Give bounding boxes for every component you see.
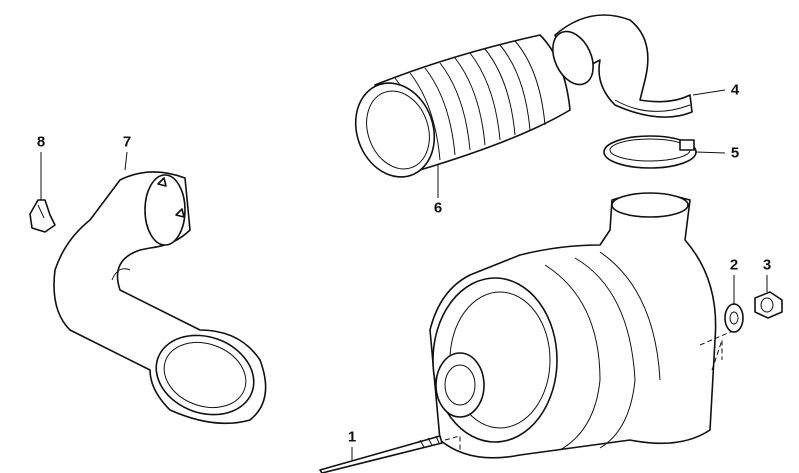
callout-3: 3 <box>762 256 772 274</box>
alternator <box>429 192 736 459</box>
elbow-hose-part-4 <box>552 14 693 118</box>
callout-4: 4 <box>730 81 740 99</box>
air-duct-part-7 <box>53 171 267 425</box>
washer-part-2 <box>724 303 744 333</box>
clip-part-8 <box>29 199 56 233</box>
callout-7: 7 <box>122 133 132 151</box>
callout-5: 5 <box>730 144 740 162</box>
callout-2: 2 <box>729 256 739 274</box>
hose-clamp-part-5 <box>603 135 697 169</box>
bolt-part-1 <box>319 435 461 473</box>
callout-6: 6 <box>433 199 443 217</box>
bellows-hose-part-6 <box>354 34 571 178</box>
leader-lines <box>40 89 768 460</box>
callout-8: 8 <box>36 133 46 151</box>
callout-1: 1 <box>347 428 357 446</box>
nut-part-3 <box>754 291 783 319</box>
